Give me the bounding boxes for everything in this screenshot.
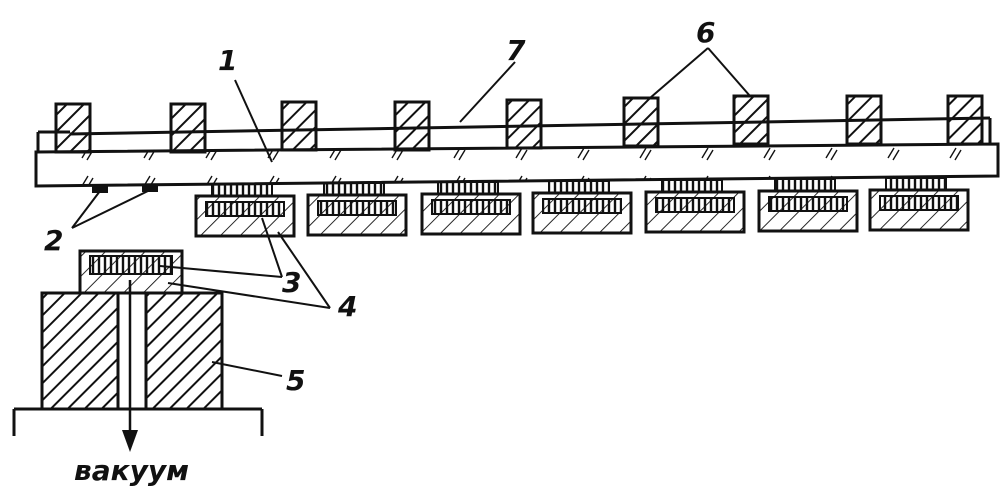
spacer <box>142 185 158 192</box>
vacuum-arrow <box>122 280 138 452</box>
pin <box>393 100 431 152</box>
leader-3b <box>261 217 283 278</box>
label-6: 6 <box>696 16 715 49</box>
leader-5 <box>211 361 283 377</box>
label-5: 5 <box>286 364 305 397</box>
label-4: 4 <box>337 290 357 323</box>
suction-cup <box>306 182 408 237</box>
pin <box>280 100 318 152</box>
suction-cup <box>420 181 522 236</box>
label-vacuum: вакуум <box>74 454 189 487</box>
pin <box>505 98 543 150</box>
leader-lines <box>71 47 751 377</box>
pin <box>732 94 770 146</box>
spacers <box>92 185 158 193</box>
vacuum-base <box>12 291 264 436</box>
label-3: 3 <box>282 266 301 299</box>
label-7: 7 <box>506 34 526 67</box>
leader-7 <box>459 61 516 123</box>
suction-cup <box>644 179 746 234</box>
suction-cup <box>868 177 970 232</box>
suction-cup <box>531 180 633 235</box>
leader-4b <box>277 231 331 309</box>
pin <box>845 94 883 146</box>
leader-2a <box>71 190 101 229</box>
leader-4a <box>167 282 331 309</box>
pin <box>946 94 984 146</box>
glass-plate <box>34 142 1000 188</box>
spacer <box>92 186 108 193</box>
leader-6a <box>649 47 709 99</box>
suction-cup <box>757 178 859 233</box>
leader-1 <box>234 79 273 163</box>
pins-group <box>54 94 984 154</box>
leader-6b <box>707 47 751 97</box>
suction-cup <box>194 183 296 238</box>
label-2: 2 <box>44 224 63 257</box>
pin <box>54 102 92 154</box>
suction-cups-row <box>194 177 970 238</box>
label-1: 1 <box>218 44 237 77</box>
leader-2b <box>71 189 151 229</box>
leader-3a <box>159 265 283 278</box>
pin <box>622 96 660 148</box>
pin <box>169 102 207 154</box>
